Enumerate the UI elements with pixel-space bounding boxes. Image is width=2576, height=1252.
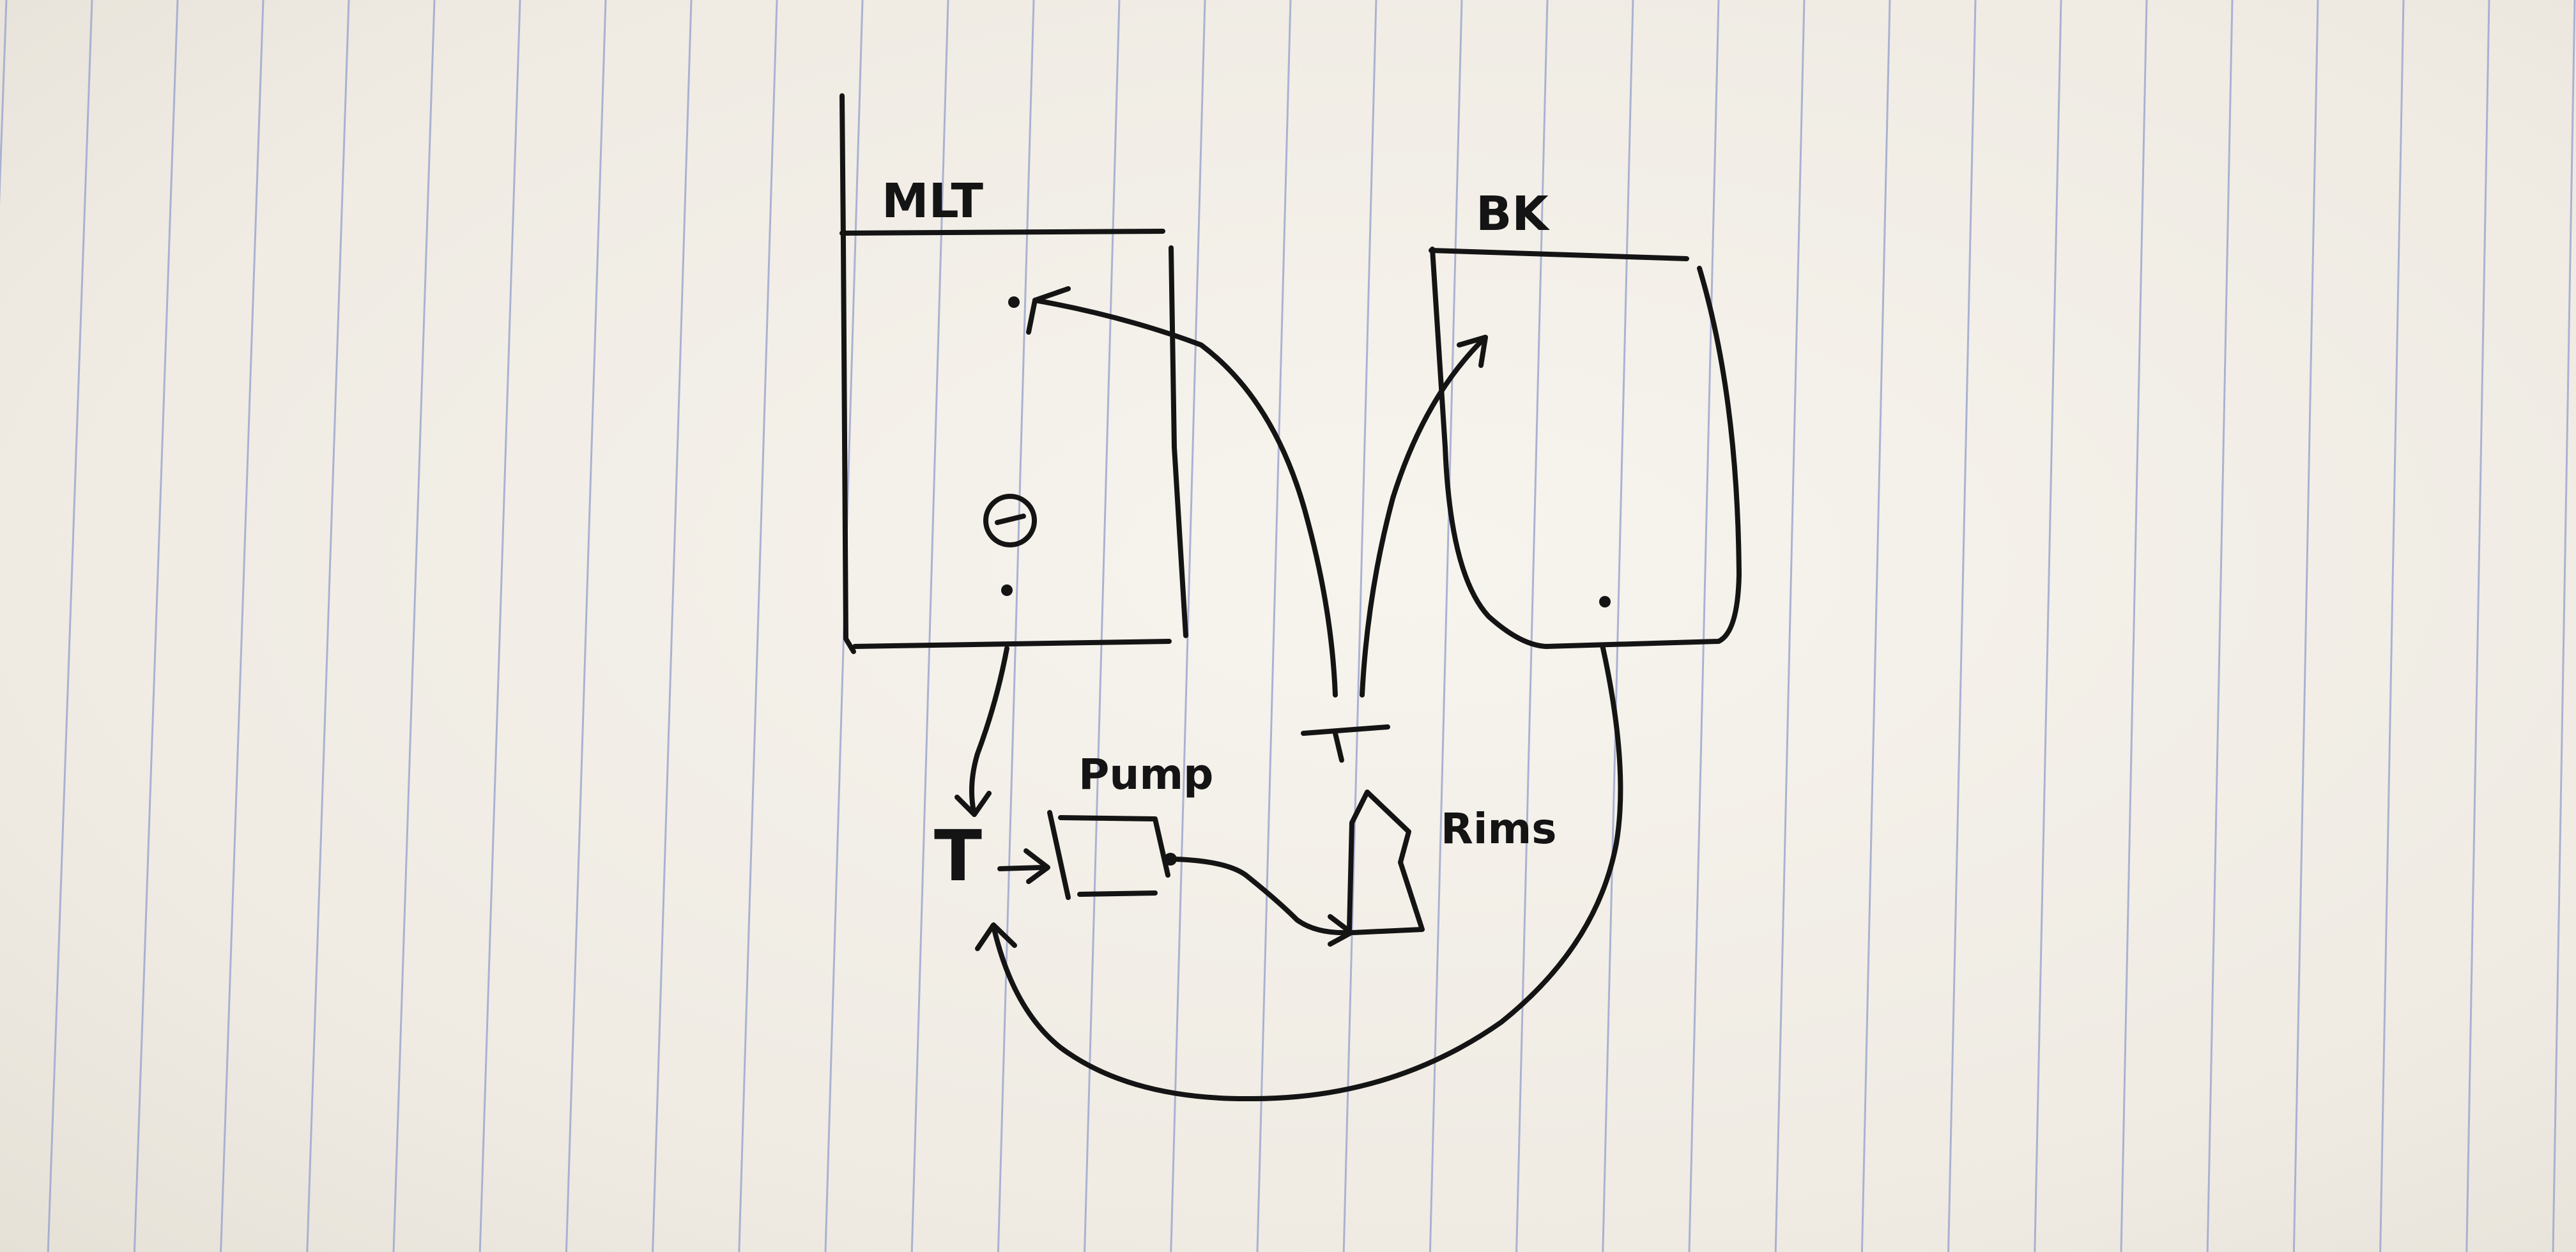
ruled-line (48, 0, 92, 1252)
ruled-line (1171, 0, 1205, 1252)
ruled-line (221, 0, 263, 1252)
ruled-line (134, 0, 178, 1252)
right-tee-fitting: T (1303, 727, 1388, 760)
ruled-line (2121, 0, 2147, 1252)
ruled-line (307, 0, 349, 1252)
ruled-line (1603, 0, 1633, 1252)
ruled-line (653, 0, 691, 1252)
ruled-line (1430, 0, 1462, 1252)
ruled-line (2467, 0, 2489, 1252)
ruled-line (1344, 0, 1376, 1252)
ruled-line (1689, 0, 1719, 1252)
boil-kettle-vessel (1431, 249, 1739, 646)
recirculation-return-line (1029, 289, 1335, 695)
ruled-line (2035, 0, 2061, 1252)
ruled-line (1862, 0, 1890, 1252)
pump-box: Pump (1050, 750, 1213, 897)
ruled-line (0, 0, 6, 1252)
kettle-return-loop (977, 645, 1620, 1099)
ruled-line (998, 0, 1034, 1252)
ruled-line (1775, 0, 1804, 1252)
mash-tun-thermometer-icon (986, 496, 1034, 545)
ruled-line (2294, 0, 2318, 1252)
ruled-line (2380, 0, 2404, 1252)
mash-tun-top-inlet-dot (1008, 296, 1020, 308)
ruled-line (2207, 0, 2232, 1252)
tee-to-pump-arrow (1000, 851, 1048, 882)
mash-tun-label: MLT (882, 174, 984, 229)
pump-to-rims-line (1176, 859, 1351, 944)
left-tee-fitting: T (934, 815, 982, 897)
ruled-line (1257, 0, 1291, 1252)
ruled-line (1949, 0, 1975, 1252)
kettle-transfer-line (1362, 337, 1485, 695)
boil-kettle-label: BK (1476, 187, 1550, 241)
boil-kettle-outlet-dot (1599, 596, 1611, 607)
ruled-line (480, 0, 520, 1252)
mash-tun-drain-line (957, 648, 1007, 814)
ruled-line (2553, 0, 2575, 1252)
ruled-line (739, 0, 777, 1252)
ruled-line (566, 0, 606, 1252)
ruled-line (394, 0, 434, 1252)
mash-tun-outlet-dot (1001, 584, 1013, 596)
tee-left-label: T (934, 815, 982, 897)
pump-label: Pump (1078, 750, 1213, 799)
rims-label: Rims (1441, 804, 1557, 853)
